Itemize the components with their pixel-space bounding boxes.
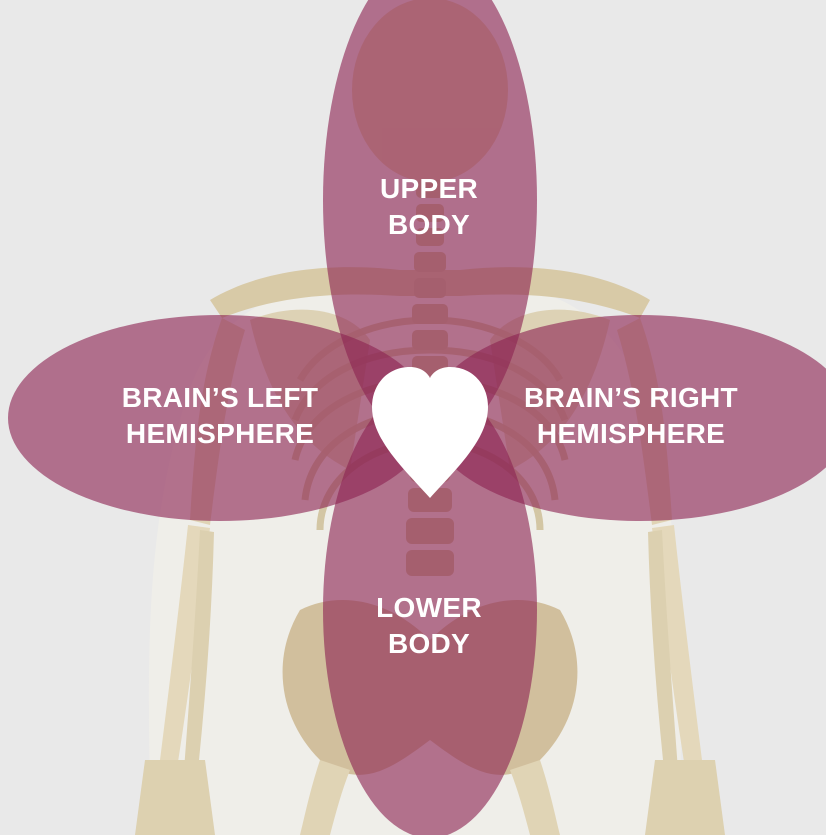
label-lower-line2: BODY [329,626,529,662]
label-upper-body: UPPER BODY [329,171,529,243]
label-lower-line1: LOWER [329,590,529,626]
label-upper-line1: UPPER [329,171,529,207]
label-right-hemisphere: BRAIN’S RIGHT HEMISPHERE [496,380,766,452]
label-lower-body: LOWER BODY [329,590,529,662]
label-right-line2: HEMISPHERE [496,416,766,452]
label-left-line2: HEMISPHERE [85,416,355,452]
label-upper-line2: BODY [329,207,529,243]
label-right-line1: BRAIN’S RIGHT [496,380,766,416]
label-left-line1: BRAIN’S LEFT [85,380,355,416]
label-left-hemisphere: BRAIN’S LEFT HEMISPHERE [85,380,355,452]
